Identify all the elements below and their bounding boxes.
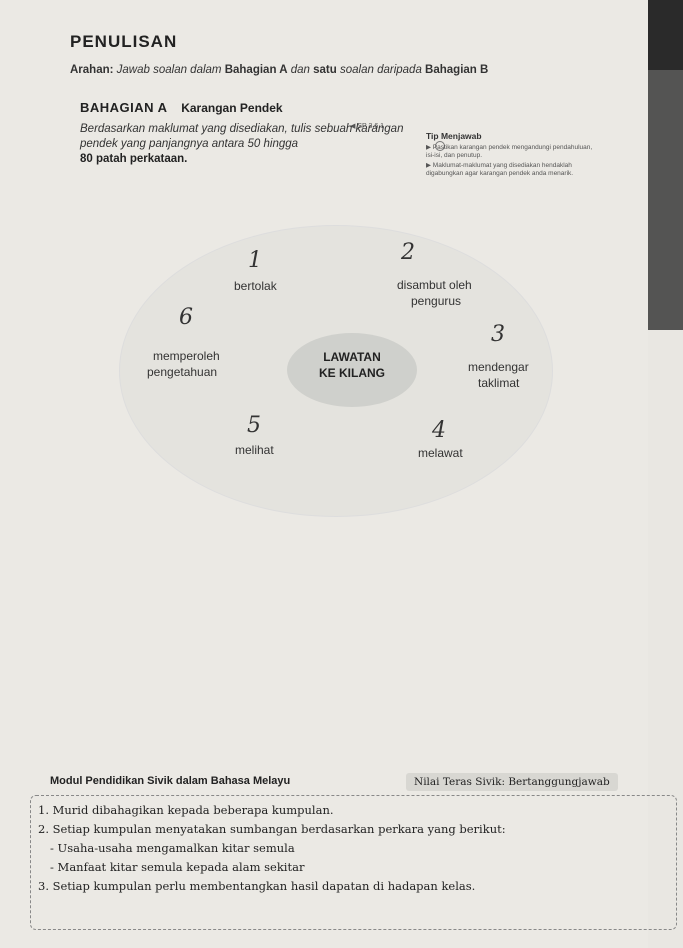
section-heading: BAHAGIAN A Karangan Pendek bbox=[80, 100, 283, 115]
tip-item: ▶ Maklumat-maklumat yang disediakan hend… bbox=[426, 161, 574, 178]
list-item: 3. Setiap kumpulan perlu membentangkan h… bbox=[38, 879, 476, 893]
node-memperoleh-2: pengetahuan bbox=[147, 365, 218, 379]
node-bertolak: bertolak bbox=[234, 279, 277, 293]
directions-text3: soalan daripada bbox=[340, 64, 422, 76]
instruction: Berdasarkan maklumat yang disediakan, tu… bbox=[80, 122, 410, 167]
diagram-center bbox=[287, 333, 417, 407]
node-disambut-1: disambut oleh bbox=[397, 278, 472, 292]
section-name: Karangan Pendek bbox=[181, 101, 283, 115]
list-item: - Manfaat kitar semula kepada alam sekit… bbox=[50, 860, 305, 874]
handwritten-2: 2 bbox=[401, 240, 415, 265]
instruction-bold: 80 patah perkataan. bbox=[80, 153, 188, 165]
center-line2: KE KILANG bbox=[319, 366, 385, 380]
handwritten-4: 4 bbox=[432, 418, 446, 443]
civic-module-box: Modul Pendidikan Sivik dalam Bahasa Mela… bbox=[30, 773, 677, 930]
list-item: 1. Murid dibahagikan kepada beberapa kum… bbox=[38, 803, 334, 817]
directions-bold-a: Bahagian A bbox=[224, 64, 288, 76]
tip-item: ▶ Pastikan karangan pendek mengandungi p… bbox=[426, 143, 593, 160]
instruction-text: Berdasarkan maklumat yang disediakan, tu… bbox=[80, 123, 404, 150]
list-item: 2. Setiap kumpulan menyatakan sumbangan … bbox=[38, 822, 506, 836]
module-title: Modul Pendidikan Sivik dalam Bahasa Mela… bbox=[50, 775, 291, 787]
module-border bbox=[30, 795, 677, 930]
handwritten-1: 1 bbox=[248, 248, 262, 273]
tip-heading: Tip Menjawab bbox=[426, 131, 482, 141]
node-memperoleh-1: memperoleh bbox=[153, 349, 220, 363]
page-title: PENULISAN bbox=[70, 32, 178, 51]
sp-reference: ◀ SP 3.6.1 bbox=[350, 123, 385, 130]
directions-text2: dan bbox=[290, 64, 310, 76]
node-mendengar-1: mendengar bbox=[468, 360, 529, 374]
node-disambut-2: pengurus bbox=[411, 294, 462, 308]
directions: Arahan: Jawab soalan dalam Bahagian A da… bbox=[70, 64, 488, 76]
center-line1: LAWATAN bbox=[323, 350, 381, 364]
module-items: 1. Murid dibahagikan kepada beberapa kum… bbox=[38, 801, 506, 896]
tip-box: Tip Menjawab ▶ Pastikan karangan pendek … bbox=[426, 132, 596, 180]
directions-bold-satu: satu bbox=[313, 64, 337, 76]
directions-text: Jawab soalan dalam bbox=[116, 64, 222, 76]
node-mendengar-2: taklimat bbox=[478, 376, 520, 390]
lightbulb-icon bbox=[435, 141, 445, 151]
directions-label: Arahan: bbox=[70, 64, 114, 76]
section-label: BAHAGIAN A bbox=[80, 100, 168, 115]
handwritten-5: 5 bbox=[247, 413, 261, 438]
handwritten-3: 3 bbox=[491, 322, 505, 347]
node-melawat: melawat bbox=[418, 446, 463, 460]
handwritten-6: 6 bbox=[179, 305, 193, 330]
directions-bold-b: Bahagian B bbox=[425, 64, 489, 76]
module-value-badge: Nilai Teras Sivik: Bertanggungjawab bbox=[406, 773, 618, 791]
node-melihat: melihat bbox=[235, 443, 274, 457]
background-edge bbox=[643, 70, 683, 330]
list-item: - Usaha-usaha mengamalkan kitar semula bbox=[50, 841, 295, 855]
